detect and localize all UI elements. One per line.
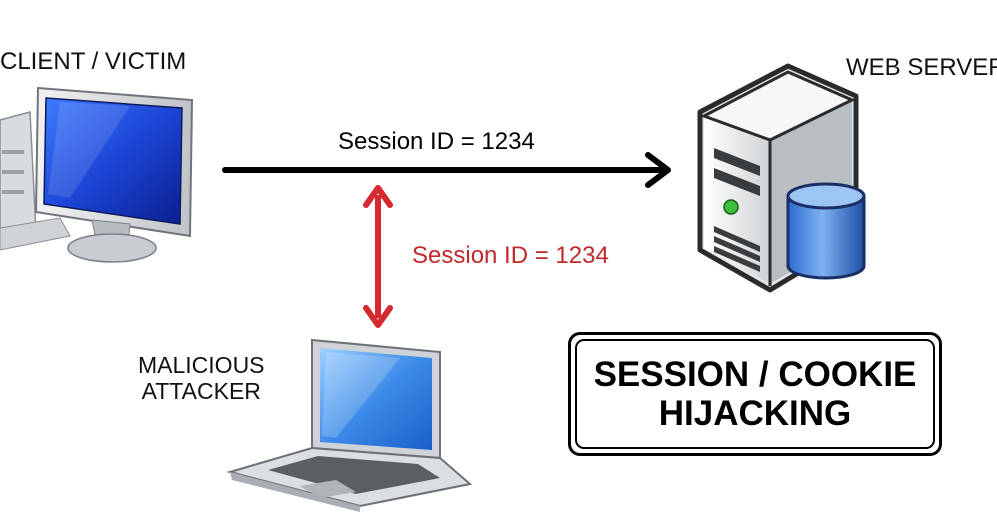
title-box-inner: SESSION / COOKIE HIJACKING bbox=[575, 339, 935, 449]
client-label: CLIENT / VICTIM bbox=[0, 48, 187, 75]
attacker-laptop-icon bbox=[226, 338, 473, 512]
session-id-label: Session ID = 1234 bbox=[338, 128, 535, 155]
database-icon bbox=[786, 182, 866, 280]
server-label: WEB SERVER bbox=[846, 54, 997, 81]
title-box: SESSION / COOKIE HIJACKING bbox=[568, 332, 942, 456]
title-line2: HIJACKING bbox=[658, 394, 852, 433]
title-line1: SESSION / COOKIE bbox=[593, 354, 917, 394]
attacker-label-line2: ATTACKER bbox=[141, 378, 261, 405]
attacker-label-line1: MALICIOUS bbox=[138, 352, 265, 378]
session-intercept-arrow bbox=[363, 185, 393, 328]
session-arrow-client-to-server bbox=[222, 152, 671, 188]
attacker-label: MALICIOUS ATTACKER bbox=[138, 352, 265, 405]
intercept-session-id-label: Session ID = 1234 bbox=[412, 242, 609, 269]
client-computer-icon bbox=[0, 86, 194, 263]
